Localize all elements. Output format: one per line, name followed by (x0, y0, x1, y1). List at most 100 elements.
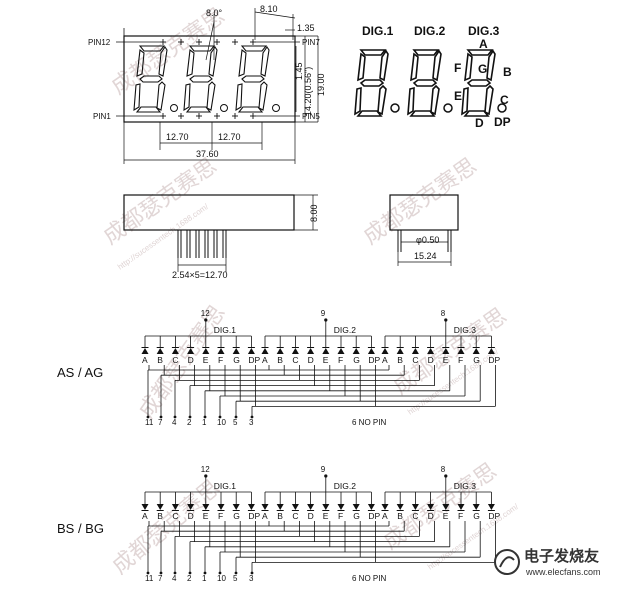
seg-label-d2-b: B (277, 511, 283, 521)
legend-seg-d: D (475, 116, 484, 130)
dim-pitch-2: 12.70 (218, 132, 241, 142)
diode-d3-dp (487, 503, 496, 511)
seg-label-d2-e: E (323, 511, 329, 521)
bottom-pin-3: 3 (249, 574, 254, 583)
diode-d2-e (321, 503, 330, 511)
bottom-pin-7: 7 (158, 418, 163, 427)
digit-legend-drawing (354, 49, 507, 117)
legend-seg-g: G (478, 62, 487, 76)
seg-label-d3-a: A (382, 355, 388, 365)
seg-label-d2-a: A (262, 511, 268, 521)
diode-d3-b (396, 347, 405, 355)
legend-seg-c: C (500, 93, 509, 107)
dim-height: 19.00 (316, 73, 326, 96)
seg-label-d1-b: B (157, 511, 163, 521)
bottom-pin-1: 1 (202, 418, 207, 427)
bottom-pin-10: 10 (217, 574, 226, 583)
pin-label-pin5: PIN5 (302, 112, 320, 121)
bottom-pin-1: 1 (202, 574, 207, 583)
seg-label-d3-d: D (428, 511, 434, 521)
diode-d1-a (141, 347, 149, 355)
common-pin-8: 8 (441, 309, 446, 318)
seg-label-d3-b: B (397, 511, 403, 521)
seg-label-d3-e: E (443, 511, 449, 521)
seg-label-d3-a: A (382, 511, 388, 521)
diode-d3-g (472, 503, 481, 511)
seg-label-d3-c: C (412, 511, 418, 521)
seg-label-d3-dp: DP (488, 355, 500, 365)
diode-d2-f (337, 347, 345, 355)
svg-text:成都瑟克赛思: 成都瑟克赛思 (134, 301, 230, 423)
diode-d3-a (381, 503, 389, 511)
seg-label-d2-f: F (338, 511, 343, 521)
diode-d2-dp (367, 503, 376, 511)
seg-label-d3-g: G (473, 511, 480, 521)
dim-pitch-1: 12.70 (166, 132, 189, 142)
digit-label-2: DIG.2 (334, 325, 356, 335)
no-pin-note: 6 NO PIN (352, 574, 386, 583)
seg-label-d1-dp: DP (248, 355, 260, 365)
seg-label-d2-f: F (338, 355, 343, 365)
dim-segment-width: 1.35 (297, 23, 315, 33)
diode-d2-dp (367, 347, 376, 355)
diode-d2-g (352, 347, 361, 355)
diode-d1-g (232, 503, 241, 511)
common-pin-12: 12 (201, 309, 210, 318)
dim-digit-width: 8.10 (260, 4, 278, 14)
diode-d1-dp (247, 503, 256, 511)
diode-d2-c (291, 503, 300, 511)
common-pin-9: 9 (321, 465, 326, 474)
dim-dp: 1.45 (294, 62, 304, 80)
diode-d2-c (291, 347, 300, 355)
bottom-pin-5: 5 (233, 574, 238, 583)
dim-row-spacing: 15.24 (414, 251, 437, 261)
bottom-pin-11: 11 (145, 574, 154, 583)
diode-d1-g (232, 347, 241, 355)
seg-label-d1-b: B (157, 355, 163, 365)
dim-side-height: 8.00 (309, 204, 319, 222)
diode-d2-e (321, 347, 330, 355)
legend-seg-dp: DP (494, 115, 511, 129)
diode-d2-g (352, 503, 361, 511)
no-pin-note: 6 NO PIN (352, 418, 386, 427)
diode-d2-d (306, 503, 315, 511)
seg-label-d2-e: E (323, 355, 329, 365)
common-pin-8: 8 (441, 465, 446, 474)
seg-label-d1-e: E (203, 355, 209, 365)
dim-total-width: 37.60 (196, 149, 219, 159)
seg-label-d1-a: A (142, 511, 148, 521)
seg-label-d2-g: G (353, 355, 360, 365)
diode-d2-a (261, 503, 269, 511)
seg-label-d3-dp: DP (488, 511, 500, 521)
legend-seg-e: E (454, 89, 462, 103)
seg-label-d2-c: C (292, 355, 298, 365)
legend-seg-a: A (479, 37, 488, 51)
diode-d1-f (217, 503, 225, 511)
dim-pin-diameter: φ0.50 (416, 235, 439, 245)
diode-d1-f (217, 347, 225, 355)
seg-label-d2-b: B (277, 355, 283, 365)
bottom-pin-4: 4 (172, 574, 177, 583)
top-view-drawing (116, 8, 319, 164)
seg-label-d2-d: D (308, 511, 314, 521)
seg-label-d2-a: A (262, 355, 268, 365)
dim-slant-angle: 8.0° (206, 8, 223, 18)
elecfans-logo: 电子发烧友 www.elecfans.com (494, 547, 601, 577)
diode-d2-a (261, 347, 269, 355)
seg-label-d1-g: G (233, 511, 240, 521)
seg-label-d1-g: G (233, 355, 240, 365)
seg-label-d1-f: F (218, 511, 223, 521)
seg-label-d2-c: C (292, 511, 298, 521)
pin-label-pin1: PIN1 (93, 112, 111, 121)
digit-label-1: DIG.1 (214, 325, 236, 335)
diode-d2-b (276, 503, 285, 511)
digit-label-2: DIG.2 (334, 481, 356, 491)
legend-seg-b: B (503, 65, 512, 79)
circuit-as-ag-label: AS / AG (57, 365, 103, 380)
seg-label-d3-b: B (397, 355, 403, 365)
seg-label-d2-dp: DP (368, 355, 380, 365)
legend-seg-f: F (454, 61, 461, 75)
